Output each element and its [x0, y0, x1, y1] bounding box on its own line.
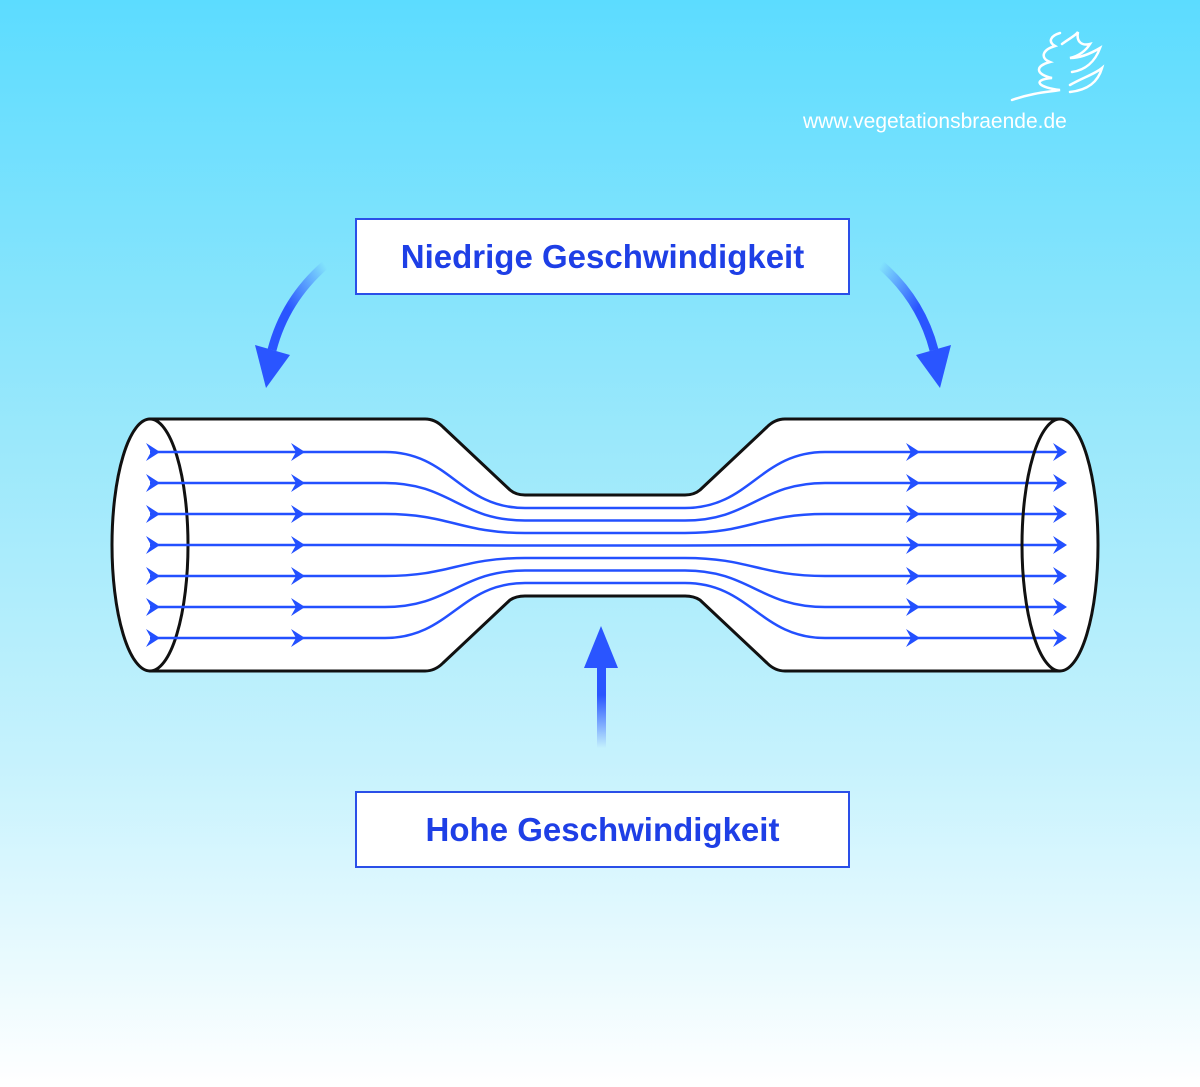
flow-arrowhead-icon — [146, 629, 160, 647]
flow-arrowhead-icon — [146, 567, 160, 585]
flow-arrowhead-icon — [1053, 505, 1067, 523]
flow-arrowhead-icon — [906, 598, 920, 616]
flow-arrowhead-icon — [906, 505, 920, 523]
streamlines — [150, 450, 1060, 640]
flow-arrowhead-icon — [906, 536, 920, 554]
website-url: www.vegetationsbraende.de — [803, 110, 1067, 133]
streamline — [150, 556, 1060, 578]
flow-arrowhead-icon — [1053, 629, 1067, 647]
flow-arrowhead-icon — [906, 443, 920, 461]
arrow-up-icon — [584, 626, 618, 748]
flow-arrowhead-icon — [1053, 443, 1067, 461]
flame-logo-icon — [1010, 31, 1105, 102]
flow-arrowhead-icon — [1053, 567, 1067, 585]
flow-arrowhead-icon — [1053, 598, 1067, 616]
flow-arrowhead-icon — [1053, 474, 1067, 492]
flow-arrowhead-icon — [291, 629, 305, 647]
flow-arrowhead-icon — [146, 598, 160, 616]
flow-arrowhead-icon — [291, 474, 305, 492]
flow-arrowhead-icon — [291, 443, 305, 461]
streamline — [150, 543, 1060, 547]
flow-arrowhead-icon — [291, 505, 305, 523]
flow-arrowhead-icon — [291, 598, 305, 616]
flow-arrowhead-icon — [291, 536, 305, 554]
streamline — [150, 450, 1060, 510]
flow-arrowhead-icon — [146, 443, 160, 461]
streamline — [150, 581, 1060, 640]
tube-outlet — [1020, 417, 1061, 673]
flow-arrowhead-icon — [1053, 536, 1067, 554]
flow-arrowhead-icon — [146, 505, 160, 523]
arrow-left-down-icon — [255, 261, 328, 388]
streamline — [150, 569, 1060, 609]
flow-arrowhead-icon — [906, 629, 920, 647]
flow-arrowhead-icon — [146, 474, 160, 492]
flow-arrowhead-icon — [146, 536, 160, 554]
flow-arrowhead-icon — [291, 567, 305, 585]
flow-arrowhead-icon — [906, 474, 920, 492]
streamline — [150, 512, 1060, 535]
streamline — [150, 481, 1060, 522]
low-speed-label: Niedrige Geschwindigkeit — [355, 218, 850, 295]
arrow-right-down-icon — [878, 261, 951, 388]
high-speed-label: Hohe Geschwindigkeit — [355, 791, 850, 868]
flow-arrowhead-icon — [906, 567, 920, 585]
